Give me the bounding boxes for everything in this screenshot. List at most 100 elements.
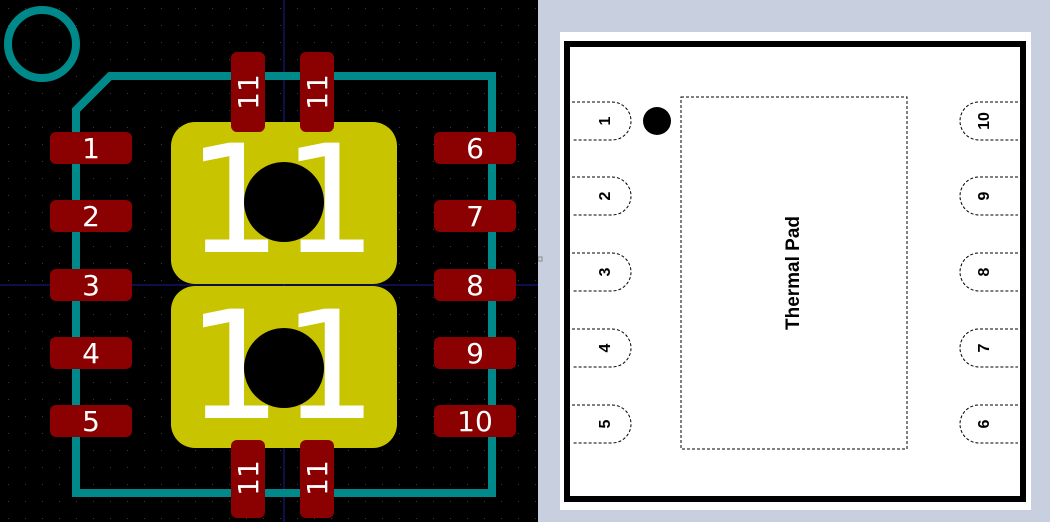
- grid-dot: [416, 59, 417, 60]
- grid-dot: [501, 59, 502, 60]
- grid-dot: [484, 178, 485, 179]
- grid-dot: [467, 8, 468, 9]
- grid-dot: [467, 484, 468, 485]
- pad-copper[interactable]: [300, 440, 334, 518]
- grid-dot: [8, 314, 9, 315]
- grid-dot: [127, 382, 128, 383]
- pin-number: 1: [597, 116, 614, 125]
- grid-dot: [246, 42, 247, 43]
- grid-dot: [501, 246, 502, 247]
- grid-dot: [501, 195, 502, 196]
- pad-top-tab[interactable]: 11: [300, 52, 334, 132]
- grid-dot: [501, 399, 502, 400]
- grid-dot: [93, 246, 94, 247]
- grid-dot: [433, 246, 434, 247]
- grid-dot: [416, 297, 417, 298]
- thermal-via-bottom: [244, 328, 324, 408]
- pad-copper[interactable]: [50, 337, 132, 369]
- pad-copper[interactable]: [434, 337, 516, 369]
- grid-dot: [229, 8, 230, 9]
- grid-dot: [280, 110, 281, 111]
- grid-dot: [297, 42, 298, 43]
- grid-dot: [450, 518, 451, 519]
- pad-6[interactable]: 6: [434, 132, 516, 165]
- pad-copper[interactable]: [50, 405, 132, 437]
- grid-dot: [518, 127, 519, 128]
- pad-copper[interactable]: [300, 52, 334, 132]
- pad-bottom-tab[interactable]: 11: [300, 440, 334, 518]
- pad-1[interactable]: 1: [50, 132, 132, 165]
- grid-dot: [450, 93, 451, 94]
- pad-bottom-tab[interactable]: 11: [231, 440, 265, 518]
- grid-dot: [195, 484, 196, 485]
- pad-copper[interactable]: [434, 269, 516, 301]
- grid-dot: [25, 501, 26, 502]
- pad-8[interactable]: 8: [434, 269, 516, 302]
- grid-dot: [518, 433, 519, 434]
- grid-dot: [416, 382, 417, 383]
- grid-dot: [297, 484, 298, 485]
- grid-dot: [518, 93, 519, 94]
- pad-9[interactable]: 9: [434, 337, 516, 370]
- grid-dot: [144, 263, 145, 264]
- pad-5[interactable]: 5: [50, 405, 132, 438]
- pad-4[interactable]: 4: [50, 337, 132, 370]
- grid-dot: [229, 450, 230, 451]
- grid-dot: [127, 450, 128, 451]
- grid-dot: [535, 59, 536, 60]
- grid-dot: [263, 25, 264, 26]
- grid-dot: [144, 450, 145, 451]
- grid-dot: [450, 25, 451, 26]
- grid-dot: [178, 467, 179, 468]
- grid-dot: [93, 178, 94, 179]
- pad-7[interactable]: 7: [434, 200, 516, 233]
- grid-dot: [144, 348, 145, 349]
- grid-dot: [42, 416, 43, 417]
- pad-copper[interactable]: [434, 132, 516, 164]
- grid-dot: [331, 518, 332, 519]
- grid-dot: [433, 178, 434, 179]
- grid-dot: [144, 365, 145, 366]
- grid-dot: [246, 518, 247, 519]
- grid-dot: [110, 59, 111, 60]
- splitter-handle[interactable]: [538, 256, 543, 262]
- pad-copper[interactable]: [434, 405, 516, 437]
- pad-copper[interactable]: [50, 269, 132, 301]
- grid-dot: [399, 110, 400, 111]
- grid-dot: [314, 42, 315, 43]
- pad-2[interactable]: 2: [50, 200, 132, 233]
- pad-3[interactable]: 3: [50, 269, 132, 302]
- pin-outline: [959, 404, 1018, 444]
- grid-dot: [110, 127, 111, 128]
- pad-copper[interactable]: [231, 440, 265, 518]
- grid-dot: [212, 450, 213, 451]
- grid-dot: [484, 42, 485, 43]
- grid-dot: [144, 467, 145, 468]
- grid-dot: [467, 314, 468, 315]
- grid-dot: [144, 484, 145, 485]
- grid-dot: [535, 178, 536, 179]
- grid-dot: [161, 59, 162, 60]
- pad-10[interactable]: 10: [434, 405, 516, 438]
- pad-copper[interactable]: [434, 200, 516, 232]
- grid-dot: [484, 110, 485, 111]
- grid-dot: [484, 93, 485, 94]
- pad-number: 1: [82, 132, 100, 165]
- grid-dot: [484, 8, 485, 9]
- grid-dot: [229, 484, 230, 485]
- grid-dot: [144, 399, 145, 400]
- grid-dot: [501, 314, 502, 315]
- pad-copper[interactable]: [50, 200, 132, 232]
- pin-number: 2: [597, 191, 614, 200]
- pin-outline: [959, 176, 1018, 216]
- pad-top-tab[interactable]: 11: [231, 52, 265, 132]
- datasheet-pin-3: 3: [572, 252, 632, 292]
- pad-copper[interactable]: [50, 132, 132, 164]
- grid-dot: [467, 450, 468, 451]
- grid-dot: [348, 450, 349, 451]
- grid-dot: [8, 127, 9, 128]
- grid-dot: [8, 433, 9, 434]
- grid-dot: [416, 399, 417, 400]
- pad-copper[interactable]: [231, 52, 265, 132]
- grid-dot: [8, 229, 9, 230]
